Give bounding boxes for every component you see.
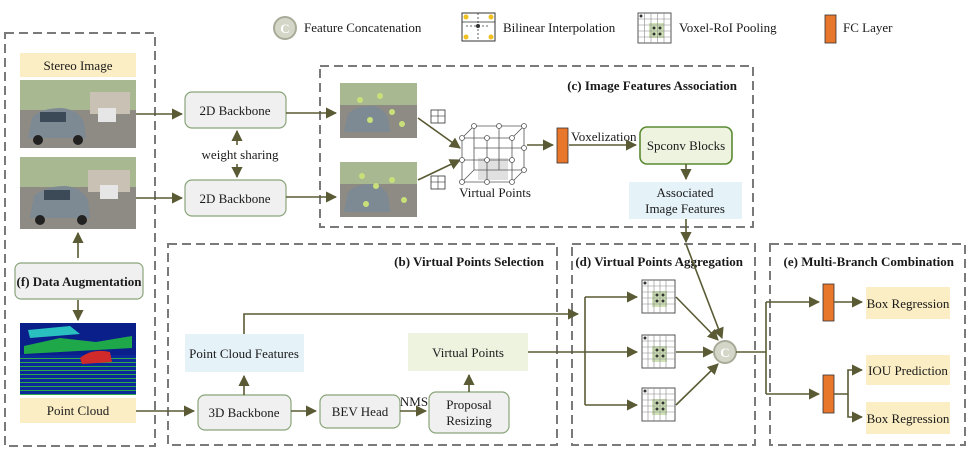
virtual-points-cube-label: Virtual Points: [459, 185, 531, 200]
arrow-feat1-to-cube: [417, 117, 461, 149]
arrow-feat2-to-cube: [417, 159, 462, 181]
concat-node: C: [713, 340, 737, 364]
point-cloud-features-node: [185, 334, 304, 372]
box-regression-1-label: Box Regression: [867, 296, 950, 311]
box-regression-2-label: Box Regression: [867, 411, 950, 426]
virtual-points-node: [408, 333, 528, 371]
box-regression-2-node: [866, 402, 950, 434]
multi-branch-title: (e) Multi-Branch Combination: [784, 254, 955, 269]
multi-branch-box: [769, 243, 966, 446]
vp-aggregation-title: (d) Virtual Points Aggregation: [575, 254, 743, 269]
voxelization-label: Voxelization: [571, 129, 637, 144]
voxel-roi-pool-1: [641, 279, 676, 314]
legend-concat-label: Feature Concatenation: [304, 20, 422, 35]
point-cloud-label: Point Cloud: [47, 403, 110, 418]
proposal-resizing-line1: Proposal: [446, 397, 492, 412]
backbone-2d-top: [184, 91, 287, 129]
voxel-roi-pool-2: [641, 334, 676, 369]
virtual-points-aggregation-box: [571, 243, 756, 446]
bilinear-small-top: [430, 109, 446, 124]
stereo-image-label: Stereo Image: [44, 58, 113, 73]
voxel-roi-pool-3: [641, 387, 676, 422]
associated-features-line2: Image Features: [645, 201, 725, 216]
nms-label: NMS: [400, 394, 428, 409]
arrow-fc2-to-iou: [834, 364, 864, 395]
svg-text:C: C: [720, 345, 729, 360]
bev-head-label: BEV Head: [332, 404, 389, 419]
fc-layer-branch-2: [822, 374, 835, 414]
input-module-box: [4, 32, 156, 447]
fc-layer-assoc: [556, 127, 569, 164]
backbone-2d-bottom-label: 2D Backbone: [199, 191, 270, 206]
legend: C Feature Concatenation Bilinear Interpo…: [273, 12, 893, 44]
iou-prediction-label: IOU Prediction: [868, 363, 948, 378]
fc-layer-icon: [824, 14, 837, 44]
arrow-pcf-to-aggregation: [243, 308, 580, 334]
spconv-blocks-label: Spconv Blocks: [647, 138, 725, 153]
point-cloud-features-label: Point Cloud Features: [189, 346, 299, 361]
virtual-points-label: Virtual Points: [432, 345, 504, 360]
point-cloud-image: [20, 323, 136, 395]
svg-text:C: C: [280, 21, 289, 36]
bilinear-small-bottom: [430, 175, 446, 190]
fc-layer-branch-1: [822, 283, 835, 322]
iou-prediction-node: [866, 355, 950, 385]
stereo-image-bottom: [20, 157, 136, 229]
legend-bilinear-label: Bilinear Interpolation: [503, 20, 616, 35]
backbone-3d-label: 3D Backbone: [208, 405, 279, 420]
feature-image-bottom: [340, 162, 417, 217]
arrow-assoc-into-concat: [685, 243, 724, 340]
vp-selection-title: (b) Virtual Points Selection: [394, 254, 545, 269]
feature-image-top: [340, 83, 417, 138]
backbone-2d-bottom: [184, 179, 287, 217]
associated-features-node: [629, 182, 742, 219]
legend-voxel-roi-label: Voxel-RoI Pooling: [679, 20, 777, 35]
stereo-image-label-box: [20, 53, 136, 77]
virtual-points-cube: [459, 123, 527, 185]
concat-icon: C: [273, 16, 297, 40]
box-regression-1-node: [866, 287, 950, 319]
point-cloud-label-box: [20, 398, 136, 423]
bilinear-icon: [461, 12, 496, 42]
image-association-box: [319, 65, 754, 228]
legend-fc-label: FC Layer: [843, 20, 893, 35]
data-augmentation-label: (f) Data Augmentation: [17, 274, 143, 289]
weight-sharing-label: weight sharing: [202, 147, 279, 162]
associated-features-line1: Associated: [656, 185, 714, 200]
arrow-roi3-to-concat: [675, 363, 719, 406]
stereo-image-top: [20, 80, 136, 148]
voxel-roi-icon: [637, 12, 672, 44]
proposal-resizing-line2: Resizing: [446, 413, 492, 428]
virtual-points-selection-box: [167, 243, 558, 446]
backbone-2d-top-label: 2D Backbone: [199, 103, 270, 118]
image-association-title: (c) Image Features Association: [567, 78, 738, 93]
arrow-fc2-to-box: [847, 394, 864, 423]
arrow-roi1-to-concat: [675, 296, 719, 341]
data-augmentation-node: [14, 262, 144, 300]
